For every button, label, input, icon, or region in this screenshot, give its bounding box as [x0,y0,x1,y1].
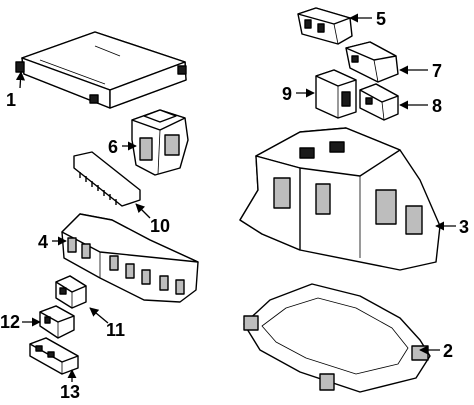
part-8-small-relay [359,83,399,121]
callout-9: 9 [282,84,292,104]
part-9-relay-cube [315,69,357,119]
part-5-connector [297,7,353,45]
callout-5: 5 [376,9,386,29]
leader-1 [15,71,26,89]
part-13-fuse-holder [29,337,79,375]
part-2-lower-tray [243,283,431,393]
callout-12: 12 [0,312,20,332]
part-12-fuse-clip [39,305,75,339]
leader-lines [15,13,456,382]
callout-2: 2 [443,341,453,361]
part-7-relay [345,41,399,83]
callout-11: 11 [106,320,125,340]
part-11-connector [55,275,87,309]
part-3-junction-housing [239,127,441,271]
leader-11 [89,307,109,324]
callout-3: 3 [459,217,469,237]
callout-7: 7 [432,61,442,81]
leader-10 [135,203,151,219]
callout-13: 13 [60,382,80,402]
callout-10: 10 [150,216,170,236]
part-6-block [131,109,189,176]
part-10-fuse-strip [73,151,141,207]
callout-labels: 1 2 3 4 5 6 7 8 9 10 11 12 13 [0,9,469,402]
part-1-cover [15,31,187,109]
callout-6: 6 [108,137,118,157]
callout-4: 4 [38,232,48,252]
callout-8: 8 [432,96,442,116]
part-4-relay-block [61,213,199,303]
callout-1: 1 [6,90,16,110]
